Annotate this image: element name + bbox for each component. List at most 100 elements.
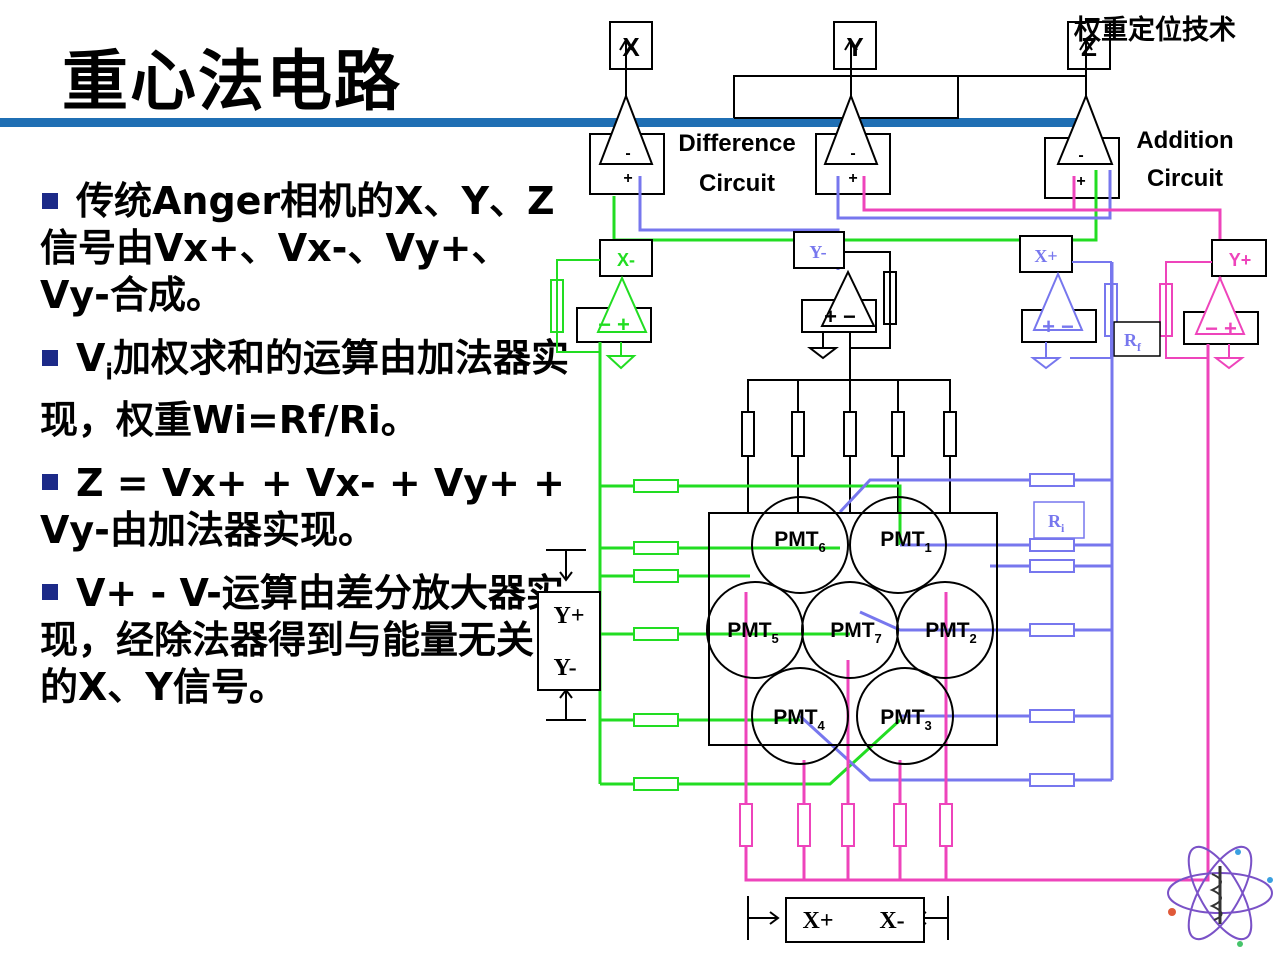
magenta-input-resistor [739,803,753,847]
bullet-vi-base: V [76,336,106,380]
x-diff-minus-label: - [625,145,630,162]
y-minus-summer-amp [820,269,876,327]
pmt-7-label: PMT7 [830,619,882,646]
green-input-resistor [633,541,679,555]
pmt-2-tube [896,581,994,679]
output-box-x [609,21,653,70]
z-add-plus-label: + [1076,173,1085,190]
ladder-resistor [741,411,755,457]
magenta-input-resistor [797,803,811,847]
pmt-4-label: PMT4 [773,706,825,733]
magenta-bus [744,344,1210,882]
y-plus-amp-signs: − + [1205,316,1237,341]
y-axis-marker [537,549,601,721]
y-plus-summer-box [1211,239,1267,277]
y-minus-summer-box [793,231,845,269]
y-plus-summer-amp [1194,275,1246,335]
x-diff-plus-label: + [623,170,632,187]
pmt-5-label: PMT5 [727,619,779,646]
difference-circuit-label-1: Difference [678,130,795,157]
blue-input-resistor [1029,709,1075,723]
ladder-resistor [843,411,857,457]
y-diff-minus-label: - [850,145,855,162]
slide-title: 重心法电路 [62,43,402,120]
x-minus-axis-label: X- [879,908,904,934]
y-plus-axis-label: Y+ [553,603,584,629]
ri-label-box [1033,501,1085,539]
y-minus-amp-signs: + − [824,304,856,329]
blue-input-resistor [1029,773,1075,787]
pmt-4-tube [751,667,849,765]
pmt-2-label: PMT2 [925,619,977,646]
green-wire-top [612,170,1098,242]
difference-circuit-label-2: Circuit [699,170,775,197]
ground-icon [605,355,637,370]
x-plus-summer-label: X+ [1034,246,1057,266]
blue-input-resistor [1029,538,1075,552]
pmt-6-label: PMT6 [774,528,826,555]
bullet-list: 传统Anger相机的X、Y、Z信号由Vx+、Vx-、Vy+、Vy-合成。 Vi加… [40,178,570,727]
rf-label-box [1113,321,1161,357]
z-add-amp [1056,93,1114,165]
y-diff-plus-label: + [848,170,857,187]
pmt-6-tube [751,496,849,594]
ladder-resistor [943,411,957,457]
magenta-input-resistor [893,803,907,847]
ri-label: Ri [1048,511,1065,535]
pmt-array-frame [708,512,998,746]
title-divider-bar [0,118,1080,127]
ladder-resistor [791,411,805,457]
ground-icon [807,347,839,360]
blue-input-resistor [1029,473,1075,487]
bullet-item: Vi加权求和的运算由加法器实现，权重Wi=Rf/Ri。 [40,336,569,442]
green-input-resistor [633,713,679,727]
blue-wire-top-b [836,170,1112,220]
bullet-square-icon [42,474,58,491]
x-plus-amp-signs: + − [1042,314,1074,339]
blue-input-resistor [1029,559,1075,573]
rf-label: Rf [1124,330,1142,354]
x-minus-summer-amp [596,275,648,333]
bullet-item: Z = Vx+ + Vx- + Vy+ + Vy-由加法器实现。 [40,460,565,552]
y-diff-amp [823,93,879,165]
x-plus-summer-box [1019,235,1073,273]
green-input-resistor [633,627,679,641]
bullet-item: V+ - V-运算由差分放大器实现，经除法器得到与能量无关的X、Y信号。 [40,570,564,709]
bullet-vi-sub: i [105,360,113,386]
x-diff-amp [598,93,654,165]
ground-icon [1213,357,1245,370]
blue-input-resistor [1029,623,1075,637]
x-minus-summer-box [599,239,653,277]
y-plus-summer-label: Y+ [1229,250,1252,270]
bullet-square-icon [42,584,58,601]
output-box-z [1067,21,1111,70]
x-plus-summer-amp [1032,271,1084,331]
y-minus-feedback-loop [844,251,891,349]
addition-circuit-label-2: Circuit [1147,165,1223,192]
pmt-1-tube [849,496,947,594]
y-minus-axis-label: Y- [553,655,576,681]
output-box-y [833,21,877,70]
x-plus-axis-label: X+ [802,908,833,934]
y-minus-summer-label: Y- [809,242,826,262]
atom-logo-icon [1167,845,1273,947]
pmt-3-label: PMT3 [880,706,932,733]
bullet-square-icon [42,192,58,209]
blue-bus [798,262,1114,782]
pmt-1-label: PMT1 [880,528,932,555]
bullet-square-icon [42,349,58,366]
green-input-resistor [633,569,679,583]
ladder-resistor [891,411,905,457]
addition-circuit-label-1: Addition [1136,127,1233,154]
output-wires [619,38,1093,119]
ground-icon [1030,357,1062,370]
pmt-3-tube [856,667,954,765]
green-input-resistor [633,479,679,493]
z-add-minus-label: - [1078,147,1083,164]
magenta-input-resistor [939,803,953,847]
x-axis-marker [747,896,949,943]
bullet-item: 传统Anger相机的X、Y、Z信号由Vx+、Vx-、Vy+、Vy-合成。 [40,179,555,317]
green-input-resistor [633,777,679,791]
y-plus-feedback-loop [1165,261,1212,359]
